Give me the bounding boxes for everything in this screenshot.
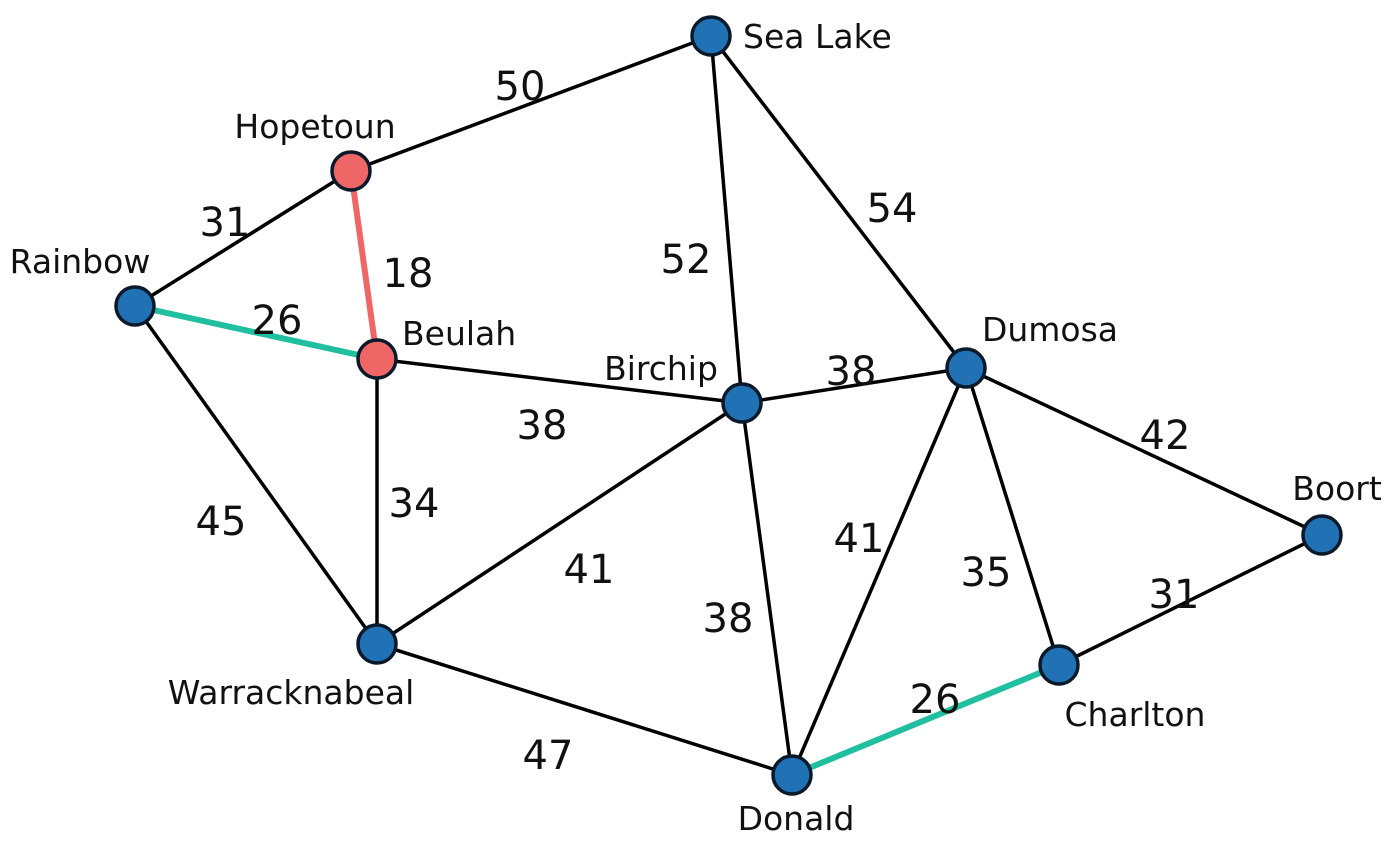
node-label-sea-lake: Sea Lake: [743, 17, 892, 56]
edge-weight-warracknabeal-donald: 47: [523, 733, 574, 779]
edge-birchip-donald: [740, 401, 794, 777]
edge-weight-donald-charlton: 26: [910, 677, 961, 723]
weights-layer: 50 31 18 26 52 54 38 38 42 45 34 41 38 41 35 31 47 26: [196, 64, 1200, 779]
node-birchip: [721, 382, 763, 424]
node-beulah: [356, 338, 398, 380]
node-label-charlton: Charlton: [1065, 695, 1206, 734]
node-label-hopetoun: Hopetoun: [234, 107, 395, 146]
edge-beulah-birchip: [375, 357, 744, 405]
edge-rainbow-hopetoun: [133, 169, 353, 308]
edge-weight-birchip-donald: 38: [703, 596, 754, 642]
nodes-layer: [114, 15, 1343, 796]
node-warracknabeal: [356, 623, 398, 665]
edge-dumosa-boort: [964, 366, 1324, 537]
edge-rainbow-beulah: [132, 303, 380, 362]
node-sea-lake: [690, 15, 732, 57]
edge-weight-beulah-birchip: 38: [517, 403, 568, 449]
edge-weight-rainbow-hopetoun: 31: [200, 200, 251, 246]
edge-dumosa-charlton: [964, 366, 1061, 667]
node-label-warracknabeal: Warracknabeal: [168, 673, 415, 712]
edge-charlton-boort: [1057, 533, 1324, 667]
edge-donald-charlton: [789, 662, 1062, 778]
edge-weight-donald-dumosa: 41: [834, 516, 885, 562]
edge-weight-warracknabeal-birchip: 41: [564, 547, 615, 593]
edge-weight-hopetoun-beulah: 18: [383, 251, 434, 297]
edge-weight-rainbow-warracknabeal: 45: [196, 499, 247, 545]
node-label-birchip: Birchip: [604, 349, 718, 388]
edge-warracknabeal-birchip: [375, 401, 744, 646]
node-label-rainbow: Rainbow: [10, 242, 151, 281]
edge-birchip-dumosa: [740, 366, 968, 405]
node-hopetoun: [330, 150, 372, 192]
edge-hopetoun-sea-lake: [349, 34, 713, 173]
edge-weight-sea-lake-birchip: 52: [661, 237, 712, 283]
edge-hopetoun-beulah: [348, 168, 380, 362]
edge-weight-dumosa-boort: 42: [1140, 413, 1191, 459]
edge-weight-rainbow-beulah: 26: [252, 298, 303, 344]
edge-weight-beulah-warracknabeal: 34: [389, 481, 440, 527]
edge-rainbow-warracknabeal: [133, 304, 379, 646]
node-dumosa: [945, 347, 987, 389]
edge-warracknabeal-donald: [375, 642, 794, 777]
edge-weight-sea-lake-dumosa: 54: [867, 186, 918, 232]
node-rainbow: [114, 285, 156, 327]
node-label-dumosa: Dumosa: [982, 310, 1118, 349]
edge-weight-dumosa-charlton: 35: [961, 550, 1012, 596]
node-label-donald: Donald: [738, 799, 855, 838]
node-label-boort: Boort: [1292, 469, 1382, 508]
edge-sea-lake-dumosa: [709, 34, 968, 370]
node-donald: [771, 754, 813, 796]
edge-weight-charlton-boort: 31: [1149, 572, 1200, 618]
edge-weight-birchip-dumosa: 38: [826, 349, 877, 395]
edge-donald-dumosa: [790, 366, 968, 777]
node-label-beulah: Beulah: [402, 314, 516, 353]
node-boort: [1301, 514, 1343, 556]
edge-weight-hopetoun-sea-lake: 50: [495, 64, 546, 110]
edge-sea-lake-birchip: [709, 34, 744, 405]
edges-layer: [132, 34, 1324, 778]
node-charlton: [1038, 644, 1080, 686]
